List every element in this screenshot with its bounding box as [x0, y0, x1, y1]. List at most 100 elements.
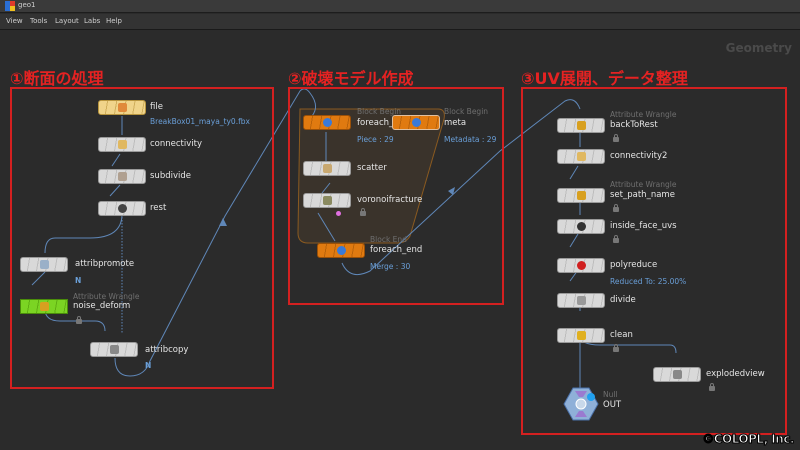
lock-icon — [613, 134, 619, 142]
wire-arrow — [448, 187, 455, 195]
section-3-title: ③UV展開、データ整理 — [521, 69, 688, 88]
context-label: Geometry — [725, 41, 792, 55]
node-noise-deform-type: Attribute Wrangle — [73, 292, 140, 301]
menu-layout[interactable]: Layout — [55, 17, 79, 25]
node-polyreduce[interactable] — [557, 258, 605, 273]
attribcopy-flag: N — [145, 361, 152, 370]
node-foreach-begin-info: Piece : 29 — [357, 135, 394, 144]
node-polyreduce-label: polyreduce — [610, 260, 658, 270]
section-3-box — [521, 87, 787, 435]
output-dot — [336, 211, 341, 216]
foreach-block-outline — [297, 108, 445, 244]
node-connectivity[interactable] — [98, 137, 146, 152]
node-polyreduce-info: Reduced To: 25.00% — [610, 277, 687, 286]
file-icon — [117, 103, 127, 112]
wrangle-icon — [576, 191, 586, 200]
node-file[interactable] — [98, 100, 146, 115]
rest-icon — [117, 204, 127, 213]
lock-icon — [613, 204, 619, 212]
node-foreach-begin-label: foreach_begin — [357, 118, 418, 128]
node-voronoifracture[interactable] — [303, 193, 351, 208]
houdini-app-icon — [5, 1, 15, 11]
node-set-path-name-label: set_path_name — [610, 190, 675, 200]
broom-icon — [576, 331, 586, 340]
explodedview-icon — [672, 370, 682, 379]
connectivity-icon — [117, 140, 127, 149]
node-foreach-begin[interactable] — [303, 115, 351, 130]
menu-view[interactable]: View — [6, 17, 23, 25]
menu-bar: View Tools Layout Labs Help — [0, 14, 800, 30]
node-subdivide-label: subdivide — [150, 171, 191, 181]
menu-tools[interactable]: Tools — [30, 17, 48, 25]
menu-help[interactable]: Help — [106, 17, 122, 25]
node-connectivity2-label: connectivity2 — [610, 151, 668, 161]
node-meta-label: meta — [444, 118, 467, 128]
node-attribcopy[interactable] — [90, 342, 138, 357]
node-foreach-end-label: foreach_end — [370, 245, 423, 255]
node-divide-label: divide — [610, 295, 636, 305]
node-out-type: Null — [603, 390, 618, 399]
lock-icon — [76, 316, 82, 324]
lock-icon — [360, 208, 366, 216]
lock-icon — [709, 383, 715, 391]
node-foreach-end-type: Block End — [370, 235, 407, 244]
subdivide-icon — [117, 172, 127, 181]
node-meta-type: Block Begin — [444, 107, 489, 116]
node-out[interactable] — [563, 387, 599, 421]
node-meta-info: Metadata : 29 — [444, 135, 497, 144]
node-subdivide[interactable] — [98, 169, 146, 184]
node-rest-label: rest — [150, 203, 167, 213]
node-foreach-end-info: Merge : 30 — [370, 262, 411, 271]
uv-icon — [576, 222, 586, 231]
divide-icon — [576, 296, 586, 305]
block-end-icon — [336, 246, 346, 255]
node-scatter-label: scatter — [357, 163, 387, 173]
scatter-icon — [322, 164, 332, 173]
node-foreach-end[interactable] — [317, 243, 365, 258]
wrangle-icon — [39, 302, 49, 311]
node-clean-label: clean — [610, 330, 633, 340]
section-1-box — [10, 87, 274, 389]
block-begin-icon — [411, 118, 421, 127]
node-backtorest[interactable] — [557, 118, 605, 133]
attribcopy-icon — [109, 345, 119, 354]
node-attribpromote[interactable] — [20, 257, 68, 272]
node-divide[interactable] — [557, 293, 605, 308]
node-foreach-begin-type: Block Begin — [357, 107, 402, 116]
polyreduce-icon — [576, 261, 586, 270]
section-2-box — [288, 87, 504, 305]
lock-icon — [613, 235, 619, 243]
wrangle-icon — [576, 121, 586, 130]
node-backtorest-type: Attribute Wrangle — [610, 110, 677, 119]
node-inside-face-uvs[interactable] — [557, 219, 605, 234]
network-editor-canvas[interactable]: Geometry ①断面の処理 — [0, 31, 800, 450]
menu-labs[interactable]: Labs — [84, 17, 101, 25]
node-explodedview-label: explodedview — [706, 369, 765, 379]
window-title: geo1 — [18, 1, 36, 9]
node-clean[interactable] — [557, 328, 605, 343]
node-set-path-name[interactable] — [557, 188, 605, 203]
node-rest[interactable] — [98, 201, 146, 216]
node-explodedview[interactable] — [653, 367, 701, 382]
node-file-label: file — [150, 102, 163, 112]
node-scatter[interactable] — [303, 161, 351, 176]
node-inside-face-uvs-label: inside_face_uvs — [610, 221, 677, 231]
node-voronoifracture-label: voronoifracture — [357, 195, 423, 205]
attribpromote-icon — [39, 260, 49, 269]
block-begin-icon — [322, 118, 332, 127]
section-1-title: ①断面の処理 — [10, 69, 104, 88]
node-connectivity2[interactable] — [557, 149, 605, 164]
wire-arrow — [219, 218, 227, 226]
node-noise-deform[interactable] — [20, 299, 68, 314]
node-backtorest-label: backToRest — [610, 120, 658, 130]
node-meta[interactable] — [392, 115, 440, 130]
node-set-path-name-type: Attribute Wrangle — [610, 180, 677, 189]
lock-icon — [613, 344, 619, 352]
node-file-info: BreakBox01_maya_ty0.fbx — [150, 117, 250, 126]
wires-layer — [31, 88, 677, 399]
voronoifracture-icon — [322, 196, 332, 205]
copyright: ©COLOPL, Inc. — [702, 432, 795, 447]
node-attribpromote-label: attribpromote — [75, 259, 135, 269]
node-noise-deform-label: noise_deform — [73, 301, 131, 311]
connectivity-icon — [576, 152, 586, 161]
